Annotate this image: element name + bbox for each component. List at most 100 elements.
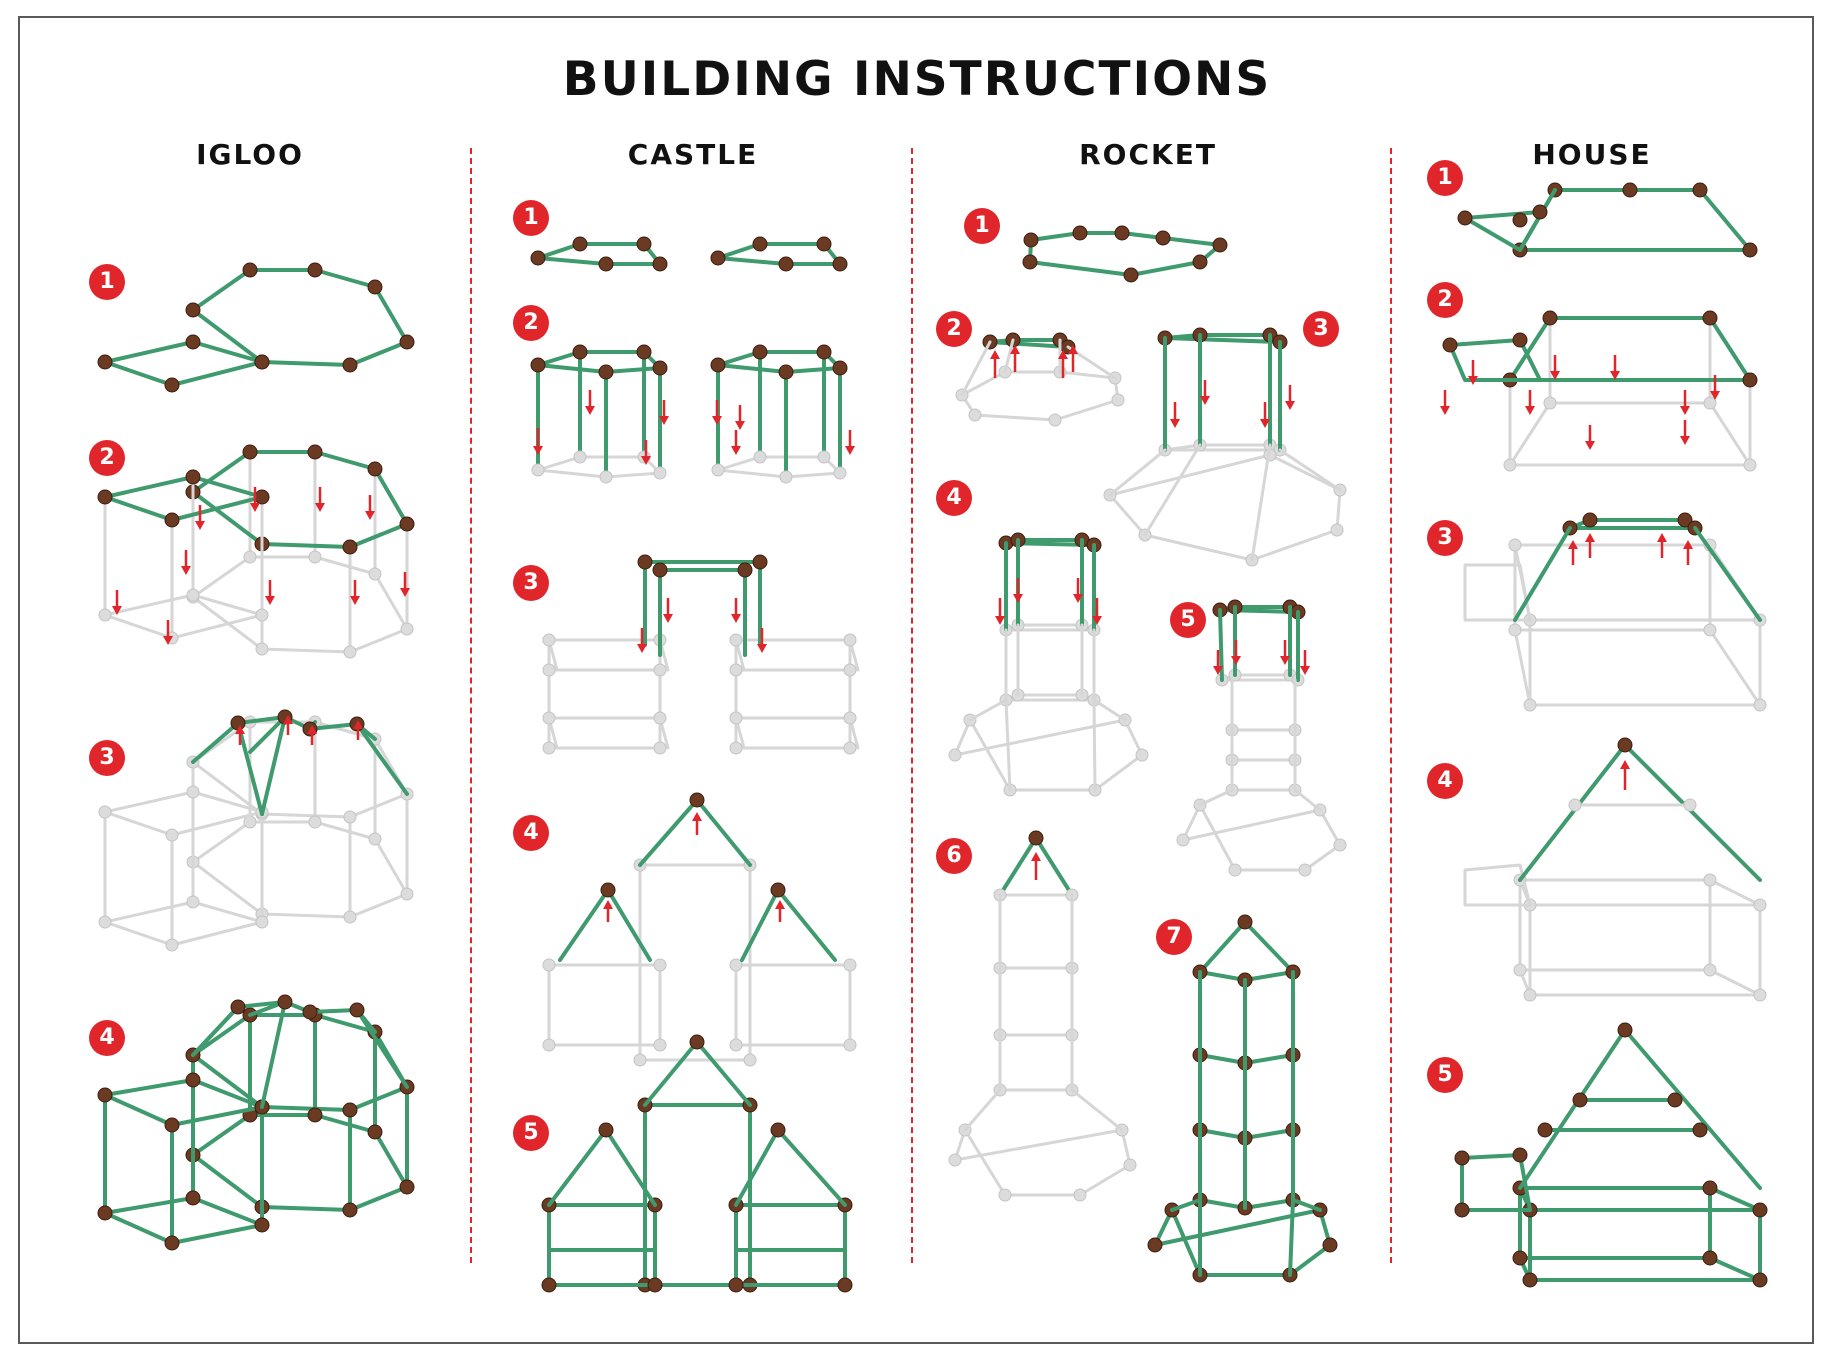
connector xyxy=(165,513,179,527)
connector xyxy=(255,1218,269,1232)
connector xyxy=(531,251,545,265)
connector xyxy=(771,1123,785,1137)
connector-faded xyxy=(1229,864,1241,876)
connector xyxy=(186,470,200,484)
connector xyxy=(1573,1093,1587,1107)
red-arrow-head xyxy=(637,644,647,653)
connector-faded xyxy=(654,467,666,479)
connector xyxy=(573,345,587,359)
connector xyxy=(729,1278,743,1292)
connector-faded xyxy=(344,811,356,823)
red-arrow-head xyxy=(1657,533,1667,542)
rod xyxy=(262,717,285,814)
red-arrow-head xyxy=(663,614,673,623)
connector-faded xyxy=(244,551,256,563)
rod xyxy=(105,477,262,520)
igloo-step-2 xyxy=(98,445,414,658)
connector-faded xyxy=(969,409,981,421)
red-arrow-head xyxy=(1170,419,1180,428)
connector xyxy=(1753,1203,1767,1217)
connector xyxy=(1618,1023,1632,1037)
connector xyxy=(1753,1273,1767,1287)
connector-faded xyxy=(654,742,666,754)
rocket-step-5 xyxy=(1177,600,1346,876)
connector xyxy=(1623,183,1637,197)
connector-faded xyxy=(1509,624,1521,636)
connector xyxy=(771,883,785,897)
red-arrow-head xyxy=(1440,406,1450,415)
rod-faded xyxy=(549,670,660,748)
connector xyxy=(1455,1203,1469,1217)
connector xyxy=(638,555,652,569)
rod-faded xyxy=(736,640,850,718)
red-arrow-head xyxy=(990,350,1000,359)
red-arrow-head xyxy=(731,614,741,623)
connector xyxy=(738,563,752,577)
rod xyxy=(1520,1030,1760,1188)
connector xyxy=(1743,243,1757,257)
red-arrow-head xyxy=(995,616,1005,625)
connector xyxy=(98,490,112,504)
connector-faded xyxy=(730,634,742,646)
rod-faded xyxy=(1200,790,1232,805)
connector xyxy=(186,303,200,317)
connector xyxy=(1148,1238,1162,1252)
connector xyxy=(165,378,179,392)
rocket-step-3 xyxy=(1104,328,1346,566)
connector-faded xyxy=(634,1054,646,1066)
connector xyxy=(653,257,667,271)
connector-faded xyxy=(543,712,555,724)
rod xyxy=(1200,922,1293,972)
connector-faded xyxy=(166,939,178,951)
connector xyxy=(779,365,793,379)
connector-faded xyxy=(543,1039,555,1051)
connector-faded xyxy=(600,471,612,483)
connector-faded xyxy=(1569,799,1581,811)
connector xyxy=(368,1125,382,1139)
connector xyxy=(1538,1123,1552,1137)
rod-faded xyxy=(549,965,660,1045)
connector-faded xyxy=(1504,459,1516,471)
connector xyxy=(400,1180,414,1194)
red-arrow-head xyxy=(533,446,543,455)
connector xyxy=(1583,513,1597,527)
rocket-step-1 xyxy=(1023,226,1227,282)
connector-faded xyxy=(844,742,856,754)
connector xyxy=(1455,1151,1469,1165)
connector xyxy=(1458,211,1472,225)
connector xyxy=(368,280,382,294)
rocket-step-2 xyxy=(956,333,1124,426)
connector-faded xyxy=(730,712,742,724)
connector-faded xyxy=(834,467,846,479)
connector-faded xyxy=(654,1039,666,1051)
red-arrow-head xyxy=(845,446,855,455)
connector xyxy=(542,1278,556,1292)
red-arrow-head xyxy=(735,421,745,430)
connector xyxy=(255,490,269,504)
rod-faded xyxy=(1094,700,1125,720)
rod xyxy=(1520,190,1750,250)
connector xyxy=(753,345,767,359)
castle-step-4 xyxy=(543,793,856,1066)
connector-faded xyxy=(744,1054,756,1066)
connector xyxy=(1693,183,1707,197)
rod xyxy=(1515,528,1570,620)
connector-faded xyxy=(1299,864,1311,876)
rod-faded xyxy=(962,372,1118,420)
rod xyxy=(357,1010,407,1087)
rod-faded xyxy=(1252,445,1270,560)
connector xyxy=(637,345,651,359)
connector xyxy=(1124,268,1138,282)
connector xyxy=(648,1278,662,1292)
connector-faded xyxy=(543,742,555,754)
connector-faded xyxy=(1334,839,1346,851)
house-step-4 xyxy=(1465,738,1766,1001)
connector-faded xyxy=(1754,899,1766,911)
connector-faded xyxy=(344,646,356,658)
connector-faded xyxy=(1524,699,1536,711)
rod-faded xyxy=(1110,455,1340,560)
rod-faded xyxy=(955,720,1142,790)
connector-faded xyxy=(1177,834,1189,846)
rod xyxy=(105,342,262,385)
